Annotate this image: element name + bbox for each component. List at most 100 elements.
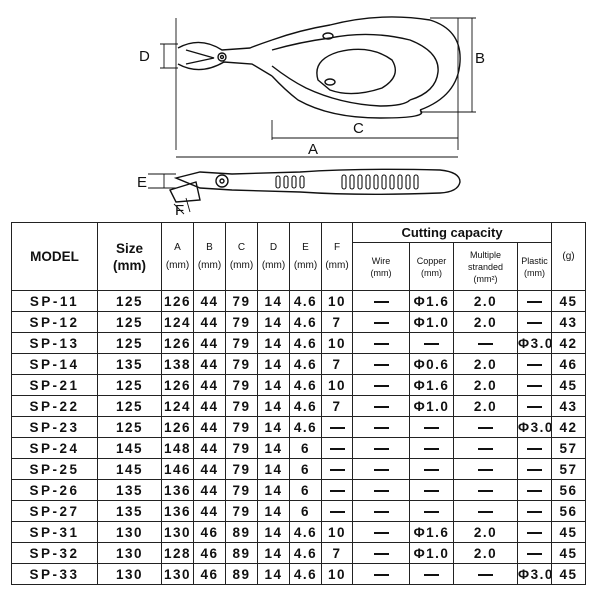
cell-plastic: — [517, 542, 552, 564]
header-weight: (g) [551, 222, 586, 291]
cell-copper: — [409, 479, 454, 501]
cell-dim-a: 138 [161, 353, 194, 375]
cell-multiple-stranded: — [453, 437, 518, 459]
cell-copper: Φ1.0 [409, 395, 454, 417]
cell-dim-a: 124 [161, 395, 194, 417]
cell-dim-d: 14 [257, 374, 290, 396]
cell-dim-f: 10 [321, 521, 353, 543]
header-copper: Copper(mm) [409, 242, 454, 291]
cell-dim-a: 126 [161, 374, 194, 396]
cell-dim-c: 89 [225, 542, 258, 564]
cell-weight: 45 [551, 290, 586, 312]
cell-model: SP-31 [11, 521, 98, 543]
cell-dim-c: 79 [225, 374, 258, 396]
cell-wire: — [352, 416, 410, 438]
cell-dim-f: 10 [321, 290, 353, 312]
dash-mark [424, 573, 439, 576]
cell-dim-d: 14 [257, 479, 290, 501]
cell-dim-c: 89 [225, 563, 258, 585]
cell-multiple-stranded: — [453, 500, 518, 522]
cell-dim-c: 79 [225, 311, 258, 333]
cell-wire: — [352, 500, 410, 522]
header-wire-label: Wire [371, 255, 391, 266]
dash-mark [527, 489, 542, 492]
cell-weight: 57 [551, 458, 586, 480]
cell-dim-f: 7 [321, 353, 353, 375]
cell-dim-f: 10 [321, 563, 353, 585]
dash-mark [373, 489, 389, 492]
cell-multiple-stranded: — [453, 458, 518, 480]
cell-weight: 56 [551, 500, 586, 522]
cell-model: SP-22 [11, 395, 98, 417]
dim-label-b: B [475, 50, 485, 67]
header-dim-c: C(mm) [225, 222, 258, 291]
cell-dim-b: 44 [193, 437, 226, 459]
cell-dim-f: 10 [321, 374, 353, 396]
cell-dim-e: 4.6 [289, 395, 322, 417]
table-body: SP-111251264479144.610—Φ1.62.0—45SP-1212… [11, 290, 586, 585]
cell-size: 125 [97, 416, 162, 438]
header-dim-letter: A [174, 241, 181, 253]
dim-label-f: F [175, 202, 184, 219]
cell-size: 145 [97, 437, 162, 459]
cell-plastic: — [517, 500, 552, 522]
dash-mark [373, 468, 389, 471]
cell-copper: — [409, 458, 454, 480]
cell-dim-b: 44 [193, 332, 226, 354]
cell-dim-c: 79 [225, 416, 258, 438]
cell-dim-a: 130 [161, 521, 194, 543]
dash-mark [373, 384, 389, 387]
cell-dim-b: 44 [193, 353, 226, 375]
dash-mark [478, 510, 493, 513]
dash-mark [329, 510, 345, 513]
cell-model: SP-14 [11, 353, 98, 375]
dash-mark [329, 426, 345, 429]
dash-mark [527, 384, 542, 387]
cell-dim-a: 148 [161, 437, 194, 459]
cell-copper: Φ1.0 [409, 311, 454, 333]
cell-dim-f: 10 [321, 332, 353, 354]
cell-dim-c: 79 [225, 458, 258, 480]
cell-weight: 43 [551, 395, 586, 417]
cell-dim-e: 4.6 [289, 311, 322, 333]
dash-mark [424, 342, 439, 345]
cell-size: 135 [97, 500, 162, 522]
cell-dim-e: 6 [289, 458, 322, 480]
cell-copper: Φ0.6 [409, 353, 454, 375]
header-dim-unit: (mm) [325, 259, 349, 271]
cell-dim-a: 146 [161, 458, 194, 480]
header-plastic-unit: (mm) [524, 267, 545, 278]
cell-dim-f: — [321, 437, 353, 459]
cell-dim-c: 89 [225, 521, 258, 543]
dash-mark [527, 363, 542, 366]
header-dim-f: F(mm) [321, 222, 353, 291]
dash-mark [373, 342, 389, 345]
header-dim-e: E(mm) [289, 222, 322, 291]
dim-label-a: A [308, 141, 318, 158]
dash-mark [527, 552, 542, 555]
cell-dim-f: 7 [321, 542, 353, 564]
dash-mark [373, 426, 389, 429]
cell-dim-b: 46 [193, 563, 226, 585]
header-dim-a: A(mm) [161, 222, 194, 291]
cell-multiple-stranded: — [453, 416, 518, 438]
header-wire-unit: (mm) [370, 267, 392, 278]
header-multiple-label: Multiple stranded [467, 249, 504, 272]
cell-plastic: Φ3.0 [517, 332, 552, 354]
cell-plastic: — [517, 437, 552, 459]
header-dim-b: B(mm) [193, 222, 226, 291]
cell-model: SP-12 [11, 311, 98, 333]
cell-weight: 43 [551, 311, 586, 333]
cell-dim-d: 14 [257, 395, 290, 417]
dash-mark [424, 447, 439, 450]
cell-size: 145 [97, 458, 162, 480]
cell-model: SP-11 [11, 290, 98, 312]
dash-mark [478, 447, 493, 450]
cell-copper: Φ1.6 [409, 290, 454, 312]
cell-dim-a: 130 [161, 563, 194, 585]
cell-dim-e: 6 [289, 437, 322, 459]
cell-dim-e: 4.6 [289, 542, 322, 564]
